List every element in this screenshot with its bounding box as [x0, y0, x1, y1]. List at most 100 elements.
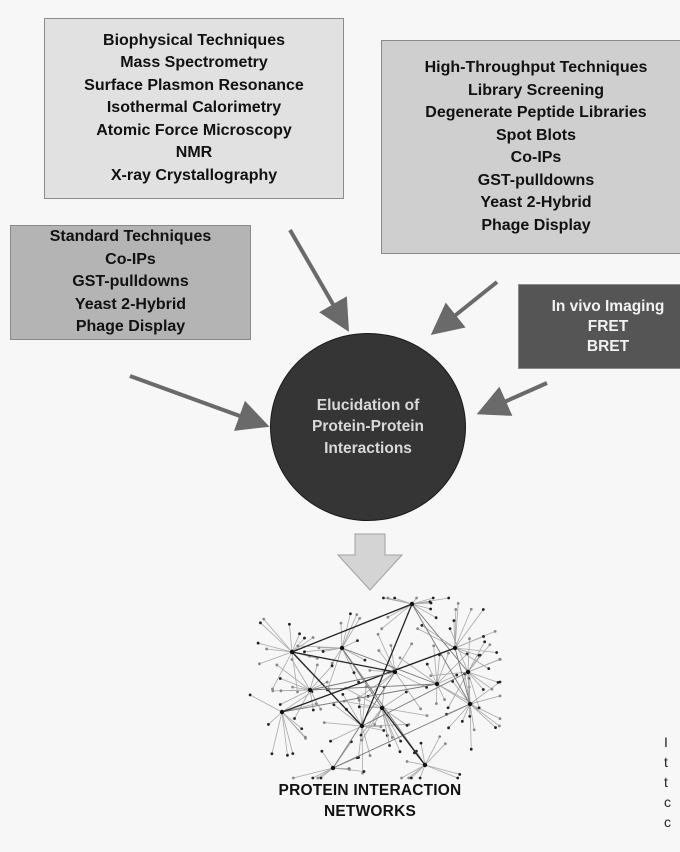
network-spoke [424, 743, 446, 766]
network-node [407, 776, 411, 780]
network-spoke [268, 711, 283, 725]
network-spoke [387, 597, 413, 605]
network-node [410, 642, 414, 646]
box-heading: Biophysical Techniques [103, 31, 285, 49]
network-edge [281, 683, 438, 713]
network-node [339, 621, 343, 625]
technique-item: GST-pulldowns [72, 273, 189, 291]
network-node [498, 694, 502, 698]
in-vivo-imaging-box: In vivo Imaging FRET BRET [518, 284, 680, 369]
network-spoke [411, 764, 426, 779]
technique-item: Degenerate Peptide Libraries [425, 104, 647, 121]
network-edge [332, 703, 471, 769]
network-spoke [358, 725, 363, 758]
network-spoke [292, 686, 311, 691]
network-spoke [467, 671, 499, 683]
box-heading: High-Throughput Techniques [424, 59, 648, 76]
arrow-biophysical [288, 228, 350, 332]
network-spoke [469, 703, 500, 727]
network-spoke [399, 657, 438, 685]
network-spoke [381, 603, 413, 629]
network-hub [279, 709, 285, 715]
network-spoke [381, 691, 407, 709]
network-spoke [330, 725, 363, 742]
network-spoke [447, 671, 469, 708]
network-node [488, 643, 492, 647]
network-node [321, 650, 325, 653]
biophysical-techniques-box: Biophysical Techniques Mass Spectrometry… [44, 18, 344, 199]
network-node [360, 738, 364, 742]
network-edge [309, 683, 438, 691]
network-spoke [467, 671, 480, 708]
network-spoke [304, 647, 343, 653]
network-node [363, 658, 367, 662]
network-node [311, 708, 315, 712]
network-spoke [394, 643, 412, 673]
network-spoke [411, 601, 431, 605]
network-node [319, 707, 323, 711]
network-spoke [381, 707, 390, 746]
technique-item: Isothermal Calorimetry [106, 99, 282, 117]
network-node [416, 627, 420, 631]
high-throughput-techniques-box: High-Throughput Techniques Library Scree… [381, 40, 680, 254]
network-node [434, 702, 438, 706]
network-edge [291, 603, 413, 653]
network-spoke [374, 707, 383, 725]
network-spoke [341, 647, 366, 661]
network-node [425, 685, 429, 689]
network-spoke [367, 671, 396, 697]
network-node [348, 768, 351, 771]
network-node [447, 726, 450, 730]
network-node [380, 627, 384, 631]
network-spoke [344, 700, 383, 709]
network-spoke [249, 694, 283, 713]
network-node [275, 663, 279, 667]
caption-fragment: I [664, 734, 668, 750]
network-spoke [436, 683, 445, 700]
network-node [425, 714, 429, 718]
network-hub [379, 705, 385, 711]
network-node [428, 600, 432, 604]
network-spoke [309, 665, 333, 691]
network-node [481, 608, 485, 611]
network-node [287, 622, 291, 626]
network-spoke [271, 711, 283, 754]
network-node [290, 658, 294, 661]
network-node [420, 623, 424, 627]
network-node [311, 776, 315, 780]
network-node [265, 647, 269, 651]
network-node [267, 723, 270, 726]
network-spoke [469, 703, 472, 750]
network-node [458, 772, 462, 776]
network-spoke [341, 647, 355, 673]
label-line: NETWORKS [323, 803, 416, 820]
network-spoke [469, 703, 496, 728]
network-spoke [280, 689, 311, 705]
network-node [296, 690, 299, 694]
network-node [376, 632, 380, 636]
network-node [270, 752, 274, 756]
network-spoke [401, 764, 426, 779]
caption-fragment: t [664, 754, 668, 770]
network-spoke [411, 603, 431, 610]
network-node [498, 657, 502, 661]
network-node [490, 687, 494, 691]
network-node [293, 717, 296, 720]
technique-item: Surface Plasmon Resonance [84, 76, 304, 94]
network-spoke [377, 634, 396, 673]
network-node [452, 619, 456, 623]
network-spoke [469, 695, 501, 705]
network-node [322, 721, 326, 725]
network-spoke [469, 703, 501, 719]
network-node [400, 776, 403, 780]
network-node [481, 688, 485, 691]
network-node [316, 776, 320, 780]
network-node [330, 661, 334, 665]
network-spoke [332, 767, 350, 770]
network-spoke [281, 711, 288, 756]
network-node [478, 653, 482, 657]
network-node [349, 612, 352, 616]
technique-item: Spot Blots [496, 126, 576, 144]
network-hub [289, 649, 295, 655]
network-edge [309, 671, 396, 691]
